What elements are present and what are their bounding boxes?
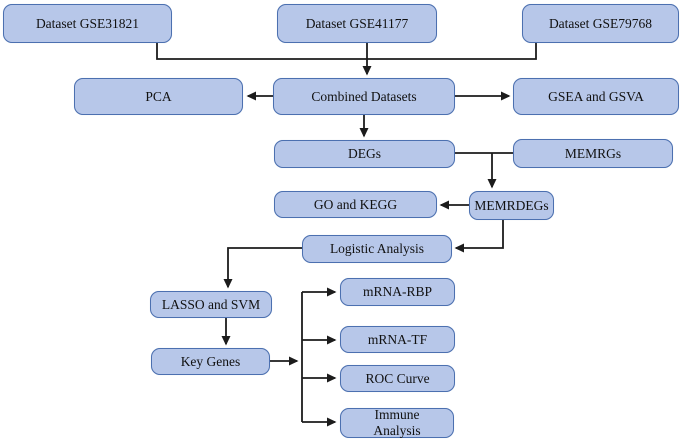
edge-memrdegs-logistic bbox=[454, 220, 504, 253]
node-lasso-svm: LASSO and SVM bbox=[150, 291, 272, 318]
node-go-kegg: GO and KEGG bbox=[274, 191, 437, 218]
node-degs: DEGs bbox=[274, 140, 455, 168]
node-immune-analysis: Immune Analysis bbox=[340, 407, 454, 438]
node-combined-datasets: Combined Datasets bbox=[273, 78, 455, 115]
node-gsea-gsva: GSEA and GSVA bbox=[513, 78, 679, 115]
node-dataset-gse31821: Dataset GSE31821 bbox=[3, 4, 172, 43]
node-memrdegs: MEMRDEGs bbox=[469, 191, 554, 220]
node-mrna-tf: mRNA-TF bbox=[340, 326, 455, 353]
node-mrna-rbp: mRNA-RBP bbox=[340, 278, 455, 306]
node-roc-curve: ROC Curve bbox=[340, 365, 455, 392]
edge-logistic-lasso bbox=[223, 247, 302, 289]
node-dataset-gse41177: Dataset GSE41177 bbox=[277, 4, 437, 43]
node-memrgs: MEMRGs bbox=[513, 139, 673, 168]
node-logistic-analysis: Logistic Analysis bbox=[302, 235, 452, 263]
node-dataset-gse79768: Dataset GSE79768 bbox=[522, 4, 679, 43]
node-key-genes: Key Genes bbox=[151, 348, 270, 375]
edge-gse31821-gse79768-bus bbox=[156, 42, 537, 60]
node-pca: PCA bbox=[74, 78, 243, 115]
